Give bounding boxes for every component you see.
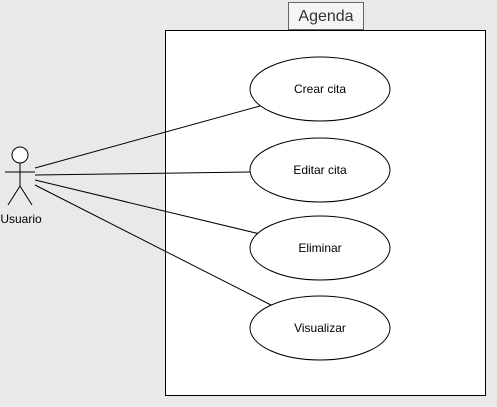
actor-left-leg	[7, 185, 21, 206]
use-case-ellipse	[249, 295, 391, 361]
system-title-tab[interactable]	[288, 2, 364, 30]
use-case-label: Crear cita	[294, 82, 346, 96]
use-case-ellipse	[249, 215, 391, 281]
associations	[34, 105, 272, 306]
actor-right-leg	[19, 185, 33, 206]
association-editar-cita[interactable]	[34, 171, 251, 176]
association-eliminar[interactable]	[34, 179, 261, 235]
use-case-ellipse	[249, 56, 391, 122]
system-title: Agenda	[298, 8, 353, 25]
use-case-editar-cita[interactable]: Editar cita	[249, 137, 391, 203]
actor-name: Usuario	[0, 212, 42, 226]
use-case-crear-cita[interactable]: Crear cita	[249, 56, 391, 122]
use-case-ellipse	[249, 137, 391, 203]
use-case-label: Visualizar	[294, 321, 346, 335]
actor-head	[11, 146, 29, 164]
use-case-label: Eliminar	[298, 241, 341, 255]
use-case-label: Editar cita	[293, 163, 347, 177]
use-case-eliminar[interactable]: Eliminar	[249, 215, 391, 281]
association-crear-cita[interactable]	[34, 105, 261, 169]
association-visualizar[interactable]	[34, 184, 272, 306]
use-case-visualizar[interactable]: Visualizar	[249, 295, 391, 361]
actor-figure[interactable]	[5, 146, 35, 206]
